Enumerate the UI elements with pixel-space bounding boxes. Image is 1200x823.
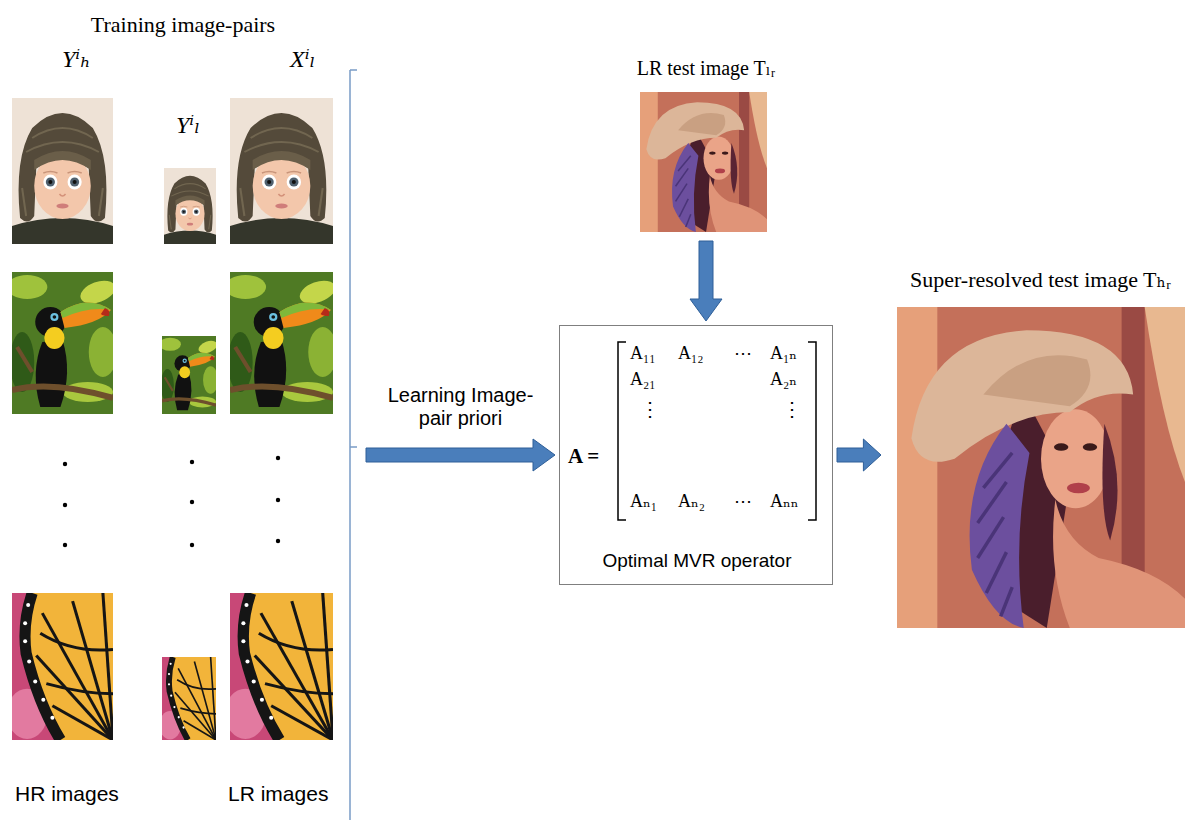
- block-arrow: [366, 439, 555, 471]
- matrix-ellipsis: ⋮: [782, 398, 802, 421]
- matrix-entry: Aₙₙ: [770, 491, 799, 512]
- matrix-entry: A₁ₙ: [770, 343, 797, 364]
- column-caption: LR images: [228, 782, 328, 806]
- output-image-panel: Super-resolved test image Tₕᵣ: [885, 265, 1196, 630]
- matrix-entry: A₂ₙ: [770, 369, 797, 390]
- edge-label: Learning Image-pair priori: [378, 383, 544, 431]
- hr-training-image: [7, 272, 118, 414]
- small-training-image: [164, 168, 216, 244]
- column-caption: HR images: [15, 782, 119, 806]
- block-arrow: [837, 439, 881, 471]
- operator-box: A = A₁₁ A₁₂ ⋯ A₁ₙA₂₁ A₂ₙ ⋮ ⋮ Aₙ₁ Aₙ₂ ⋯ AₙₙOptimal M…: [559, 325, 833, 585]
- matrix-ellipsis: ⋮: [640, 398, 660, 421]
- small-training-image: [159, 336, 219, 414]
- matrix-bracket: [618, 342, 816, 520]
- image-caption: LR test image Tₗᵣ: [625, 57, 787, 80]
- lr-test-image: [640, 92, 767, 232]
- group-heading: Training image-pairs: [4, 12, 362, 37]
- matrix-symbol: A =: [568, 444, 599, 468]
- box-caption: Optimal MVR operator: [560, 550, 834, 572]
- super-resolved-image: [897, 307, 1185, 628]
- matrix-entry: A₁₁: [630, 343, 656, 364]
- matrix-entry: A₂₁: [630, 369, 656, 390]
- ellipsis-dots: [63, 456, 280, 547]
- matrix-ellipsis: ⋯: [734, 343, 752, 364]
- input-image-panel: LR test image Tₗᵣ: [625, 55, 787, 237]
- lr-training-image: [230, 98, 333, 244]
- lr-training-image: [225, 272, 339, 414]
- image-caption: Super-resolved test image Tₕᵣ: [885, 267, 1196, 292]
- matrix-ellipsis: ⋯: [734, 491, 752, 512]
- lr-training-image: [225, 593, 333, 740]
- hr-training-image: [12, 98, 113, 244]
- matrix-entry: Aₙ₁: [630, 491, 657, 512]
- group-bracket: [350, 70, 357, 820]
- block-arrow: [690, 241, 722, 321]
- column-symbol: Yⁱₕ: [62, 46, 91, 74]
- matrix-entry: A₁₂: [678, 343, 704, 364]
- hr-training-image: [7, 593, 113, 740]
- small-training-image: [159, 657, 216, 740]
- matrix-entry: Aₙ₂: [678, 491, 705, 512]
- column-symbol: Xⁱₗ: [290, 46, 315, 74]
- column-symbol: Yⁱₗ: [176, 112, 200, 140]
